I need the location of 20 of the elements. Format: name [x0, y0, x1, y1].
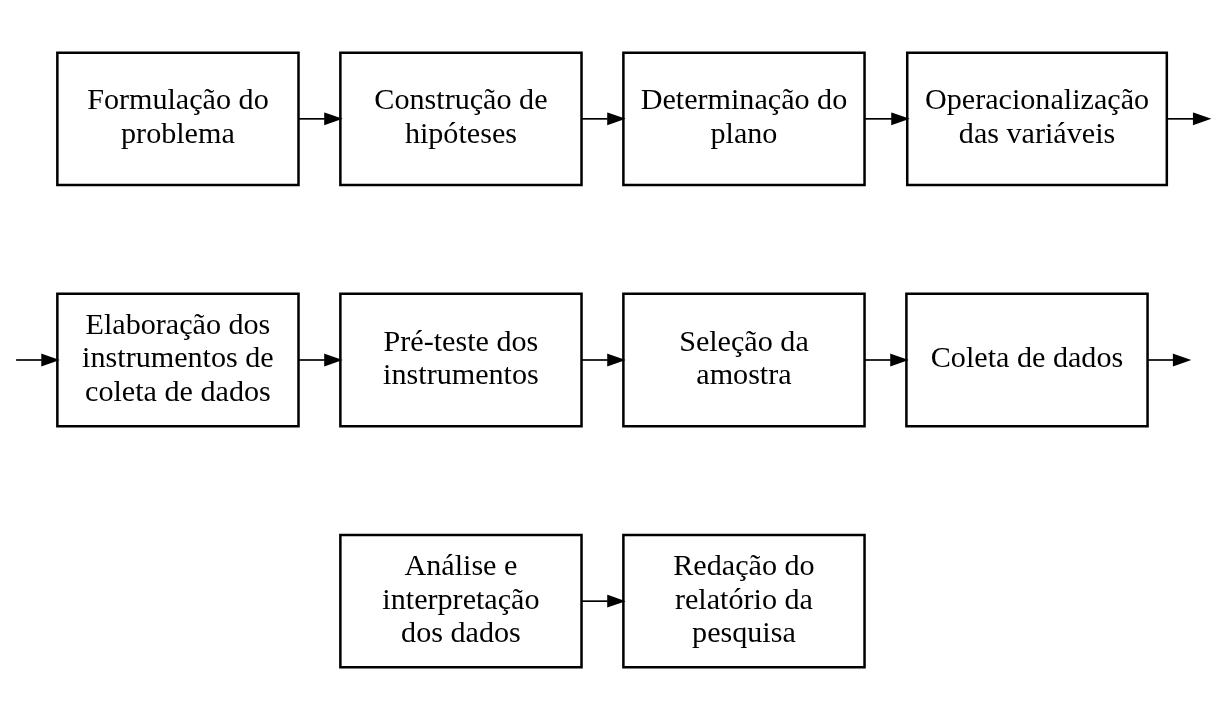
- node-box: Análise e interpretação dos dados: [339, 533, 583, 669]
- node-box: Elaboração dos instrumentos de coleta de dados: [56, 292, 300, 428]
- node-box: Construção de hipóteses: [339, 51, 583, 187]
- arrow: [864, 353, 909, 367]
- node-box: Pré-teste dos instrumentos: [339, 292, 583, 428]
- arrow: [298, 112, 343, 126]
- arrow: [298, 353, 343, 367]
- arrow: [581, 353, 626, 367]
- arrow: [581, 594, 626, 608]
- node-box: Formulação do problema: [56, 51, 300, 187]
- arrow: [1166, 112, 1212, 126]
- arrow: [581, 112, 626, 126]
- arrow: [863, 112, 910, 126]
- node-box: Coleta de dados: [905, 292, 1149, 428]
- node-box: Redação do relatório da pesquisa: [622, 533, 866, 669]
- arrow: [15, 353, 60, 367]
- node-box: Determinação do plano: [622, 51, 866, 187]
- arrow: [1147, 353, 1192, 367]
- node-box: Operacionalização das variáveis: [906, 51, 1169, 187]
- node-box: Seleção da amostra: [622, 292, 866, 428]
